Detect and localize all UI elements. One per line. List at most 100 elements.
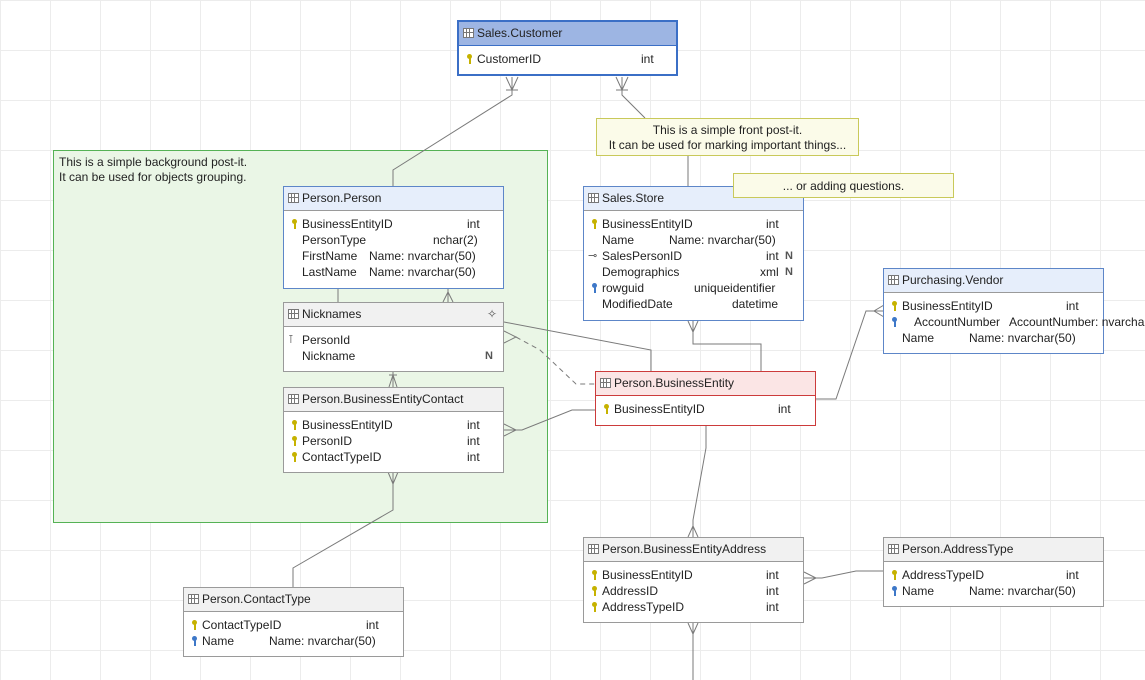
table-header[interactable]: Person.BusinessEntityAddress	[584, 538, 803, 562]
column-row[interactable]: ⊸ SalesPersonID int N	[584, 248, 803, 264]
column-row[interactable]: BusinessEntityID int	[584, 216, 803, 232]
table-sales-store[interactable]: Sales.Store BusinessEntityID int Name Na…	[583, 186, 804, 321]
column-row[interactable]: ContactTypeID int	[184, 617, 403, 633]
table-person-businessentitycontact[interactable]: Person.BusinessEntityContact BusinessEnt…	[283, 387, 504, 473]
table-header[interactable]: Person.ContactType	[184, 588, 403, 612]
column-row[interactable]: BusinessEntityID int	[884, 298, 1103, 314]
column-row[interactable]: Name Name: nvarchar(50)	[884, 583, 1103, 599]
column-type: Name: nvarchar(50)	[269, 634, 376, 648]
table-header[interactable]: Person.BusinessEntityContact	[284, 388, 503, 412]
front-post-it-note[interactable]: This is a simple front post-it. It can b…	[596, 118, 859, 156]
key-icon	[290, 449, 300, 465]
column-row[interactable]: Name Name: nvarchar(50)	[584, 232, 803, 248]
column-type: int	[467, 434, 480, 448]
table-icon	[288, 309, 299, 319]
column-row[interactable]: AddressID int	[584, 583, 803, 599]
key-icon	[290, 417, 300, 433]
column-type: int	[766, 249, 779, 263]
table-person-businessentityaddress[interactable]: Person.BusinessEntityAddress BusinessEnt…	[583, 537, 804, 623]
column-row[interactable]: BusinessEntityID int	[284, 417, 503, 433]
column-row[interactable]: FirstName Name: nvarchar(50)	[284, 248, 503, 264]
column-name: BusinessEntityID	[902, 299, 993, 313]
column-type: int	[641, 52, 654, 66]
column-name: ContactTypeID	[202, 618, 282, 632]
index-icon	[890, 583, 900, 599]
crowfoot	[803, 571, 818, 585]
table-purchasing-vendor[interactable]: Purchasing.Vendor BusinessEntityID int A…	[883, 268, 1145, 354]
table-header[interactable]: Nicknames ✧	[284, 303, 503, 327]
column-row[interactable]: CustomerID int	[459, 51, 676, 67]
table-sales-customer[interactable]: Sales.Customer CustomerID int	[457, 20, 678, 76]
table-person-addresstype[interactable]: Person.AddressType AddressTypeID int Nam…	[883, 537, 1104, 607]
index-icon	[190, 633, 200, 649]
column-row[interactable]: ⊺ PersonId	[284, 332, 503, 348]
column-type: int	[467, 450, 480, 464]
column-row[interactable]: AddressTypeID int	[884, 567, 1103, 583]
column-type: nchar(2)	[433, 233, 478, 247]
link-be-vendor	[816, 310, 884, 400]
column-type: Name: nvarchar(50)	[969, 331, 1076, 345]
column-name: ContactTypeID	[302, 450, 382, 464]
column-row[interactable]: AccountNumber AccountNumber: nvarchar(15…	[884, 314, 1145, 330]
column-name: Nickname	[302, 349, 356, 363]
column-row[interactable]: Demographics xml N	[584, 264, 803, 280]
table-icon	[188, 594, 199, 604]
column-row[interactable]: LastName Name: nvarchar(50)	[284, 264, 503, 280]
column-row[interactable]: PersonID int	[284, 433, 503, 449]
column-row[interactable]: PersonType nchar(2)	[284, 232, 503, 248]
crowfoot	[615, 76, 629, 92]
column-row[interactable]: BusinessEntityID int	[284, 216, 503, 232]
column-row[interactable]: Nickname N	[284, 348, 503, 364]
table-title: Nicknames	[302, 307, 362, 321]
column-type: int	[766, 600, 779, 614]
note-line: It can be used for marking important thi…	[608, 138, 847, 152]
table-icon	[888, 544, 899, 554]
column-name: AddressID	[602, 584, 659, 598]
table-header[interactable]: Person.BusinessEntity	[596, 372, 815, 396]
table-header[interactable]: Sales.Customer	[459, 22, 676, 46]
column-name: Name	[602, 233, 635, 247]
column-name: rowguid	[602, 281, 645, 295]
column-name: PersonId	[302, 333, 351, 347]
key-icon	[465, 51, 475, 67]
column-name: SalesPersonID	[602, 249, 683, 263]
table-title: Purchasing.Vendor	[902, 273, 1004, 287]
column-row[interactable]: Name Name: nvarchar(50)	[184, 633, 403, 649]
column-type: Name: nvarchar(50)	[369, 249, 476, 263]
nullable-flag: N	[485, 350, 493, 362]
column-name: BusinessEntityID	[302, 217, 393, 231]
column-type: int	[467, 217, 480, 231]
crowfoot	[505, 76, 519, 92]
column-name: ModifiedDate	[602, 297, 673, 311]
table-header[interactable]: Purchasing.Vendor	[884, 269, 1103, 293]
column-name: Name	[902, 331, 935, 345]
table-title: Sales.Store	[602, 191, 665, 205]
table-icon	[288, 394, 299, 404]
column-type: int	[1066, 299, 1079, 313]
column-name: AddressTypeID	[902, 568, 985, 582]
table-icon	[588, 193, 599, 203]
column-row[interactable]: Name Name: nvarchar(50)	[884, 330, 1103, 346]
table-person-businessentity[interactable]: Person.BusinessEntity BusinessEntityID i…	[595, 371, 816, 426]
link-customer-store	[621, 77, 646, 119]
column-row[interactable]: BusinessEntityID int	[584, 567, 803, 583]
puzzle-icon: ✧	[486, 307, 497, 321]
column-row[interactable]: BusinessEntityID int	[596, 401, 815, 417]
column-row[interactable]: rowguid uniqueidentifier	[584, 280, 803, 296]
column-row[interactable]: ModifiedDate datetime	[584, 296, 803, 312]
column-row[interactable]: AddressTypeID int	[584, 599, 803, 615]
column-type: int	[1066, 568, 1079, 582]
table-person-contacttype[interactable]: Person.ContactType ContactTypeID int Nam…	[183, 587, 404, 657]
table-header[interactable]: Person.Person	[284, 187, 503, 211]
column-name: Name	[902, 584, 935, 598]
table-nicknames[interactable]: Nicknames ✧ ⊺ PersonId Nickname N	[283, 302, 504, 372]
table-person-person[interactable]: Person.Person BusinessEntityID int Perso…	[283, 186, 504, 289]
column-row[interactable]: ContactTypeID int	[284, 449, 503, 465]
column-type: int	[467, 418, 480, 432]
questions-post-it-note[interactable]: ... or adding questions.	[733, 173, 954, 198]
column-name: BusinessEntityID	[602, 217, 693, 231]
table-header[interactable]: Person.AddressType	[884, 538, 1103, 562]
crowfoot	[687, 320, 699, 334]
column-name: LastName	[302, 265, 357, 279]
table-title: Sales.Customer	[477, 26, 563, 40]
